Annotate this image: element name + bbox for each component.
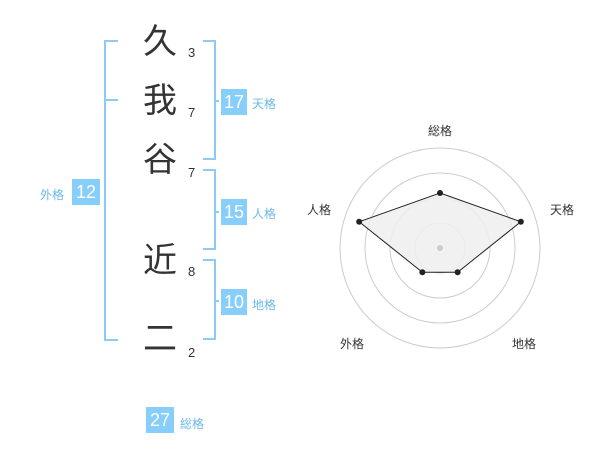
stroke-count-4: 8 [188,264,196,279]
tenkaku-label: 天格 [252,97,277,111]
stroke-count-1: 3 [188,45,196,60]
gaikaku-bracket-tick [104,99,118,101]
gaikaku-bracket [104,40,118,341]
soukaku-score: 27 [146,407,174,433]
gaikaku-score: 12 [72,179,100,205]
chikaku-label: 地格 [252,298,277,312]
chikaku-bracket [203,259,216,340]
tenkaku-score: 17 [221,89,247,115]
radar-axis-label-jinkaku: 人格 [307,203,332,217]
radar-axis-label-soukaku: 総格 [428,124,453,138]
radar-axis-label-gaikaku: 外格 [340,337,365,351]
radar-point-2 [517,218,524,225]
radar-axis-label-chikaku: 地格 [512,337,537,351]
radar-point-3 [454,269,461,276]
chikaku-bracket-tick [215,300,219,302]
stroke-count-2: 7 [188,105,196,120]
name-char-3: 谷 [143,140,177,180]
tenkaku-bracket-tick [215,100,219,102]
chikaku-score: 10 [221,289,247,315]
name-char-1: 久 [143,22,177,62]
radar-point-4 [419,269,426,276]
name-char-2: 我 [143,81,177,121]
jinkaku-label: 人格 [252,207,277,221]
radar-ring [339,147,541,349]
name-char-4: 近 [143,241,177,281]
radar-point-5 [356,218,363,225]
radar-center-dot [437,245,443,251]
gaikaku-label: 外格 [40,188,65,202]
jinkaku-score: 15 [221,199,247,225]
jinkaku-bracket-tick [215,211,219,213]
name-char-5: 二 [143,319,177,359]
radar-axis-label-tenkaku: 天格 [550,203,575,217]
stroke-count-5: 2 [188,345,196,360]
radar-ring [364,172,516,324]
soukaku-label: 総格 [180,417,205,431]
stroke-count-3: 7 [188,165,196,180]
radar-series-polygon [358,192,522,273]
jinkaku-bracket [203,169,216,250]
radar-point-1 [437,190,443,196]
